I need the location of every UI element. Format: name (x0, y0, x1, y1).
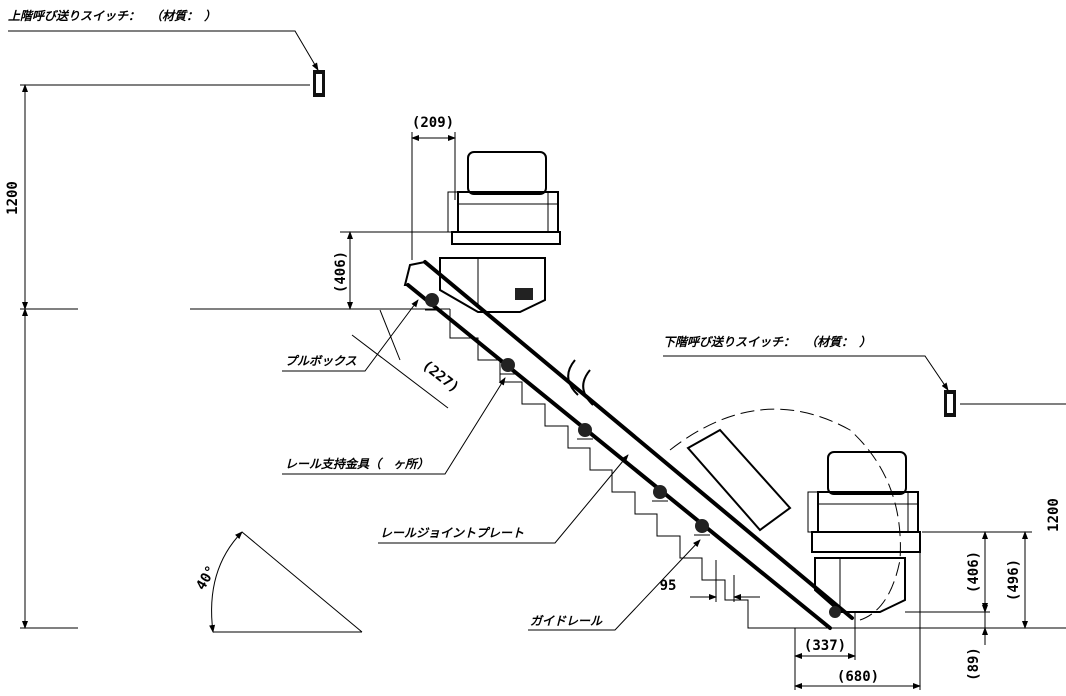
rail (403, 260, 854, 630)
dimension-1200-left: 1200 (5, 84, 28, 629)
callout-rail-bracket: レール支持金具（ ヶ所） (282, 377, 506, 475)
top-chair (439, 151, 561, 313)
staircase (449, 309, 790, 629)
rail-joint-plate-label: レールジョイントプレート (380, 526, 524, 540)
lower-switch-label: 下階呼び送りスイッチ： （材質： ） (663, 335, 871, 349)
bracket (652, 485, 668, 502)
dim-406-top-text: (406) (333, 251, 349, 293)
floor-lines (20, 84, 1066, 629)
bracket (694, 519, 710, 536)
dim-406-bottom-text: (406) (966, 551, 982, 593)
dim-89-text: (89) (966, 647, 982, 681)
bracket (500, 358, 516, 375)
dim-680-text: (680) (837, 669, 879, 685)
rail-bracket-label: レール支持金具（ ヶ所） (285, 457, 429, 471)
carriage-mid (669, 408, 901, 621)
bottom-chair (807, 451, 921, 613)
dim-1200-left-text: 1200 (5, 181, 21, 215)
dimension-227: (227) (351, 309, 462, 409)
rail-brackets (425, 293, 841, 618)
bracket (577, 423, 593, 440)
dimension-89: (89) (905, 595, 990, 681)
dim-1200-right-text: 1200 (1046, 498, 1062, 532)
bracket (425, 293, 440, 311)
dim-496-text: (496) (1006, 559, 1022, 601)
pull-box-label: プルボックス (285, 354, 357, 368)
dimension-337: (337) (794, 612, 856, 690)
dimension-1200-right: 1200 (1046, 498, 1062, 532)
callout-guide-rail: ガイドレール (528, 539, 701, 631)
dim-337-text: (337) (804, 638, 846, 654)
dimension-209: (209) (411, 115, 456, 260)
dim-209-text: (209) (412, 115, 454, 131)
callout-pull-box: プルボックス (282, 299, 419, 372)
angle-indicator: 40° (193, 531, 363, 633)
lower-call-switch: 下階呼び送りスイッチ： （材質： ） (663, 335, 956, 417)
dimension-496: (496) (1006, 531, 1028, 629)
dimension-95: 95 (660, 560, 760, 602)
bracket (829, 606, 841, 618)
upper-call-switch: 上階呼び送りスイッチ： （材質： ） (8, 9, 325, 97)
guide-rail-label: ガイドレール (530, 614, 603, 628)
upper-switch-label: 上階呼び送りスイッチ： （材質： ） (8, 9, 216, 23)
dim-95-text: 95 (660, 578, 677, 594)
callout-rail-joint-plate: レールジョイントプレート (378, 454, 629, 544)
dimension-680: (680) (794, 540, 921, 690)
dimension-406-top: (406) (333, 231, 455, 310)
